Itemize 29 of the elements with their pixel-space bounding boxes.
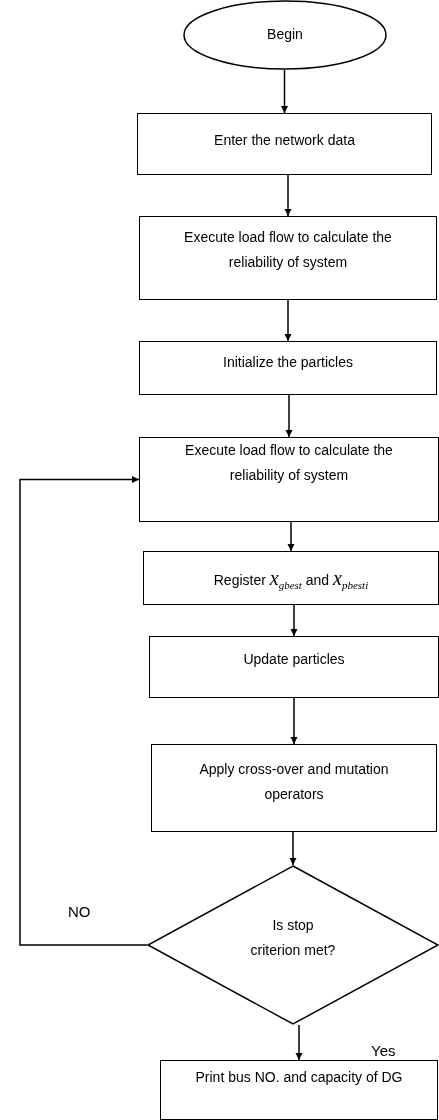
arrow (287, 521, 295, 552)
step-text: Initialize the particles (222, 353, 354, 372)
step-text: Update particles (242, 650, 346, 669)
step-text: Print bus NO. and capacity of DG (194, 1068, 404, 1087)
arrow (290, 697, 298, 745)
step-text: Execute load flow to calculate the reliability of system (184, 441, 394, 485)
arrow (285, 394, 293, 438)
step-text: Execute load flow to calculate the reliability of system (183, 228, 393, 272)
process-box (139, 216, 437, 300)
process-box (149, 636, 439, 698)
decision-diamond (147, 865, 439, 1025)
arrow (284, 174, 292, 217)
process-box (139, 341, 437, 395)
arrow (295, 1024, 303, 1061)
process-box (160, 1060, 438, 1120)
arrow (284, 299, 292, 342)
arrow (290, 604, 298, 637)
arrow (289, 831, 297, 866)
step-text: Is stop criterion met? (249, 916, 337, 960)
process-box (137, 113, 432, 175)
step-text: Enter the network data (213, 131, 356, 150)
arrow (280, 69, 289, 114)
process-box (143, 551, 439, 605)
step-text: Apply cross-over and mutation operators (198, 760, 390, 804)
step-text: Begin (266, 25, 304, 44)
process-box (151, 744, 437, 832)
start-ellipse (183, 0, 387, 70)
process-box (139, 437, 439, 522)
arrow (19, 475, 148, 946)
